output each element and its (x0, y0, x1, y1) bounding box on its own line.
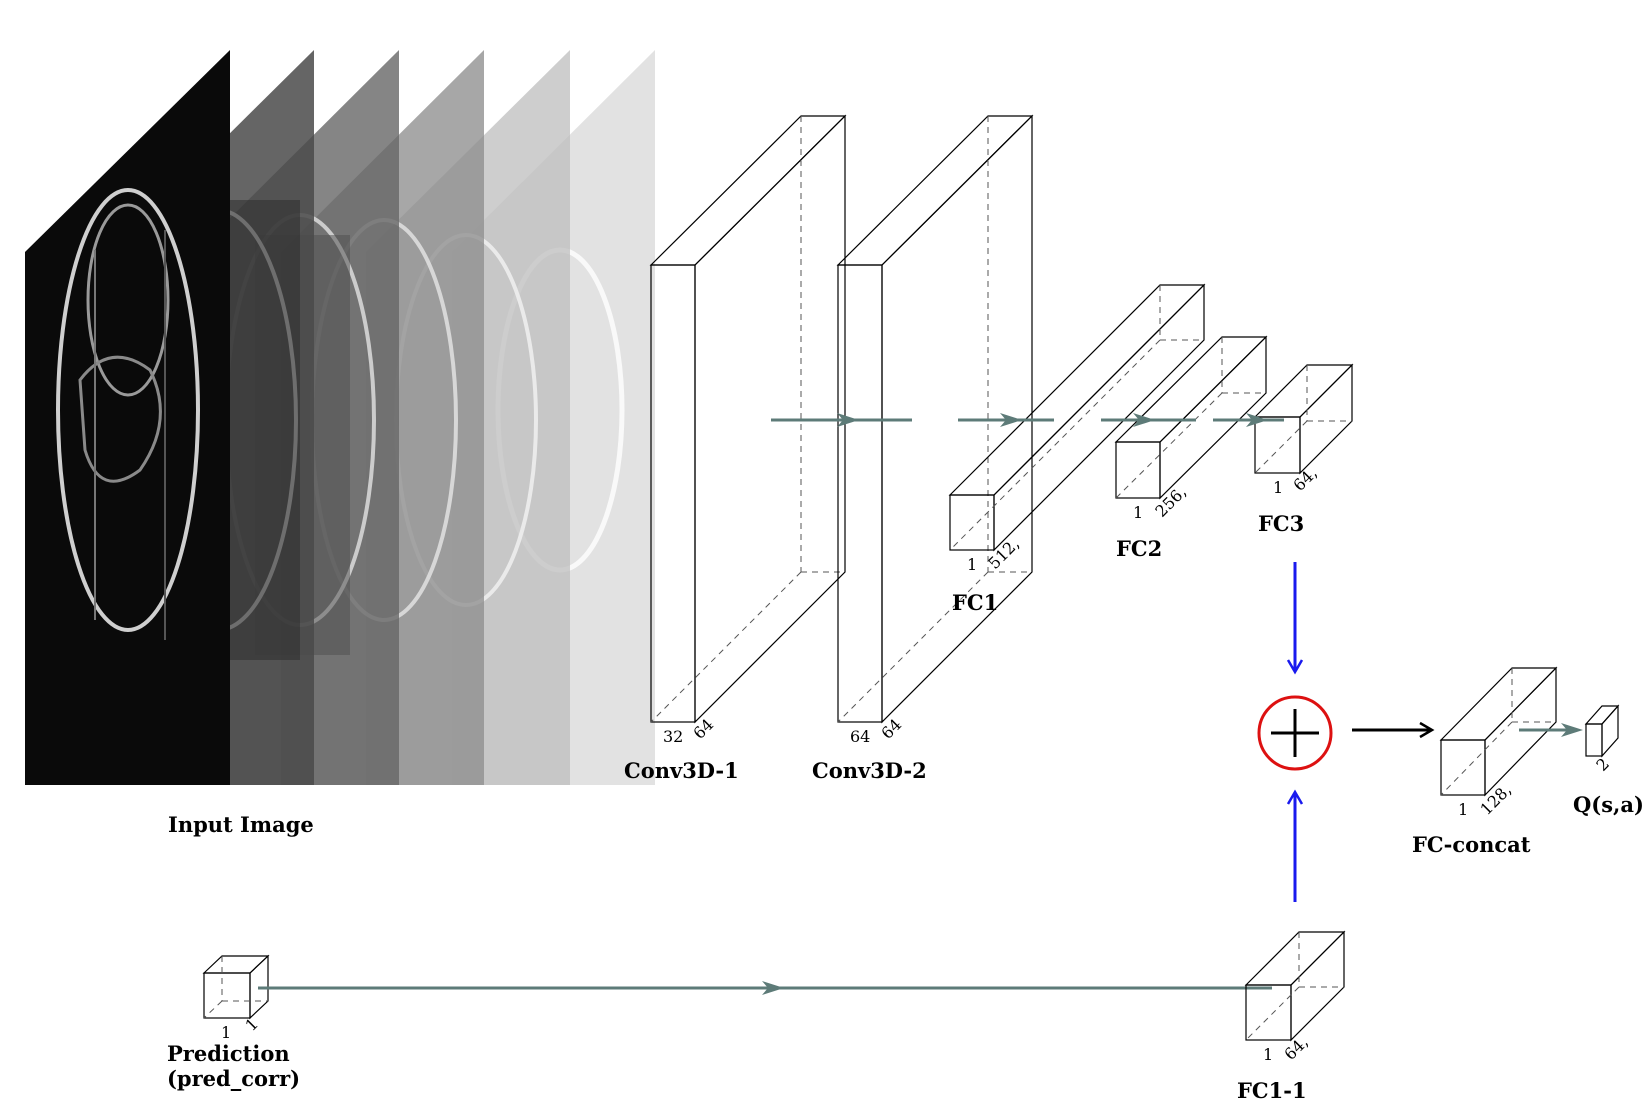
conv3d-2-block (836, 114, 1034, 724)
prediction-dim-b: 1 (241, 1014, 262, 1035)
prediction-block (202, 954, 270, 1020)
fc1-dim-a: 1 (967, 555, 977, 574)
fc2-label: FC2 (1116, 536, 1162, 561)
plus-circle-icon (1257, 695, 1333, 771)
fc2-block (1114, 335, 1268, 500)
conv3d-1-dim-b: 64 (689, 715, 717, 743)
conv3d-2-label: Conv3D-2 (812, 758, 927, 783)
fc3-label: FC3 (1258, 511, 1304, 536)
input-image-label: Input Image (168, 812, 314, 837)
fc1-dim-b: 512, (984, 534, 1023, 573)
prediction-label-line1: Prediction (167, 1041, 290, 1066)
fc3-dim-b: 64, (1289, 463, 1320, 494)
fc3-dim-a: 1 (1273, 478, 1283, 497)
fc3-block (1253, 363, 1354, 475)
fc-concat-label: FC-concat (1412, 832, 1531, 857)
fc2-dim-b: 256, (1151, 482, 1190, 521)
fc1-1-dim-b: 64, (1280, 1032, 1311, 1063)
fc1-1-label: FC1-1 (1237, 1078, 1307, 1103)
conv3d-1-label: Conv3D-1 (624, 758, 739, 783)
fc-concat-dim-b: 128, (1476, 780, 1515, 819)
output-block (1584, 704, 1620, 758)
prediction-label-line2: (pred_corr) (167, 1066, 300, 1091)
fc1-1-block (1244, 930, 1346, 1042)
conv3d-1-dim-a: 32 (663, 727, 683, 746)
fc1-label: FC1 (952, 590, 998, 615)
fc1-1-dim-a: 1 (1263, 1045, 1273, 1064)
prediction-dim-a: 1 (221, 1023, 231, 1042)
output-label: Q(s,a) (1573, 792, 1644, 817)
input-image-stack (25, 50, 655, 785)
input-slice-1 (25, 50, 230, 785)
output-dim-b: 2 (1592, 754, 1613, 775)
conv3d-2-dim-a: 64 (850, 727, 870, 746)
fc-concat-block (1439, 666, 1558, 797)
fc1-block (948, 283, 1206, 552)
conv3d-1-block (649, 114, 847, 724)
fc-concat-dim-a: 1 (1458, 800, 1468, 819)
fc2-dim-a: 1 (1133, 503, 1143, 522)
